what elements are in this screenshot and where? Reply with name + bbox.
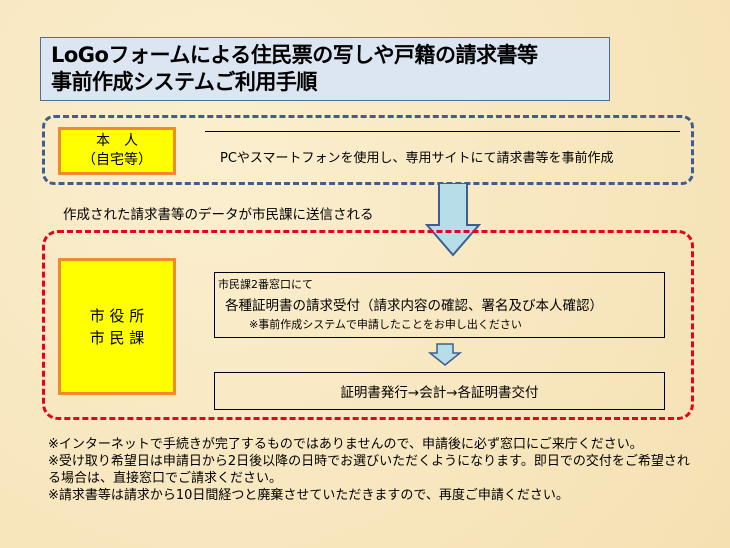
note-item: ※請求書等は請求から10日間経つと廃棄させていただきますので、再度ご申請ください… bbox=[48, 488, 569, 503]
person-description: PCやスマートフォンを使用し、専用サイトにて請求書等を事前作成 bbox=[220, 151, 614, 166]
note-item: ※インターネットで手続きが完了するものではありませんので、申請後に必ず窓口にご来… bbox=[48, 437, 643, 452]
office-label-box: 市 役 所 市 民 課 bbox=[58, 258, 176, 395]
step1-header: 市民課2番窓口にて bbox=[218, 278, 313, 291]
title-line-2: 事前作成システムご利用手順 bbox=[51, 70, 317, 94]
person-label: 本 人 bbox=[96, 133, 138, 149]
office-label: 市 役 所 bbox=[89, 306, 145, 325]
issuance-step-box: 証明書発行→会計→各証明書交付 bbox=[214, 372, 665, 410]
down-arrow-small-icon bbox=[428, 343, 462, 366]
person-label-box: 本 人 （自宅等） bbox=[58, 127, 176, 175]
transfer-text: 作成された請求書等のデータが市民課に送信される bbox=[63, 207, 374, 223]
note-item: ※受け取り希望日は申請日から2日後以降の日時でお選びいただくようになります。即日… bbox=[48, 454, 690, 486]
step2-text: 証明書発行→会計→各証明書交付 bbox=[340, 385, 539, 401]
title-line-1: LoGoフォームによる住民票の写しや戸籍の請求書等 bbox=[51, 43, 538, 67]
page-title: LoGoフォームによる住民票の写しや戸籍の請求書等 事前作成システムご利用手順 bbox=[40, 37, 610, 101]
office-sublabel: 市 民 課 bbox=[89, 328, 145, 347]
divider bbox=[205, 131, 680, 132]
person-section bbox=[42, 115, 694, 185]
notes: ※インターネットで手続きが完了するものではありませんので、申請後に必ず窓口にご来… bbox=[48, 436, 698, 504]
step1-note: ※事前作成システムで申請したことをお申し出ください bbox=[249, 318, 522, 331]
person-sublabel: （自宅等） bbox=[82, 152, 152, 168]
step1-main: 各種証明書の請求受付（請求内容の確認、署名及び本人確認） bbox=[225, 298, 603, 314]
reception-step-box: 市民課2番窓口にて 各種証明書の請求受付（請求内容の確認、署名及び本人確認） ※… bbox=[214, 272, 665, 338]
down-arrow-icon bbox=[425, 183, 481, 257]
office-section bbox=[42, 230, 694, 420]
